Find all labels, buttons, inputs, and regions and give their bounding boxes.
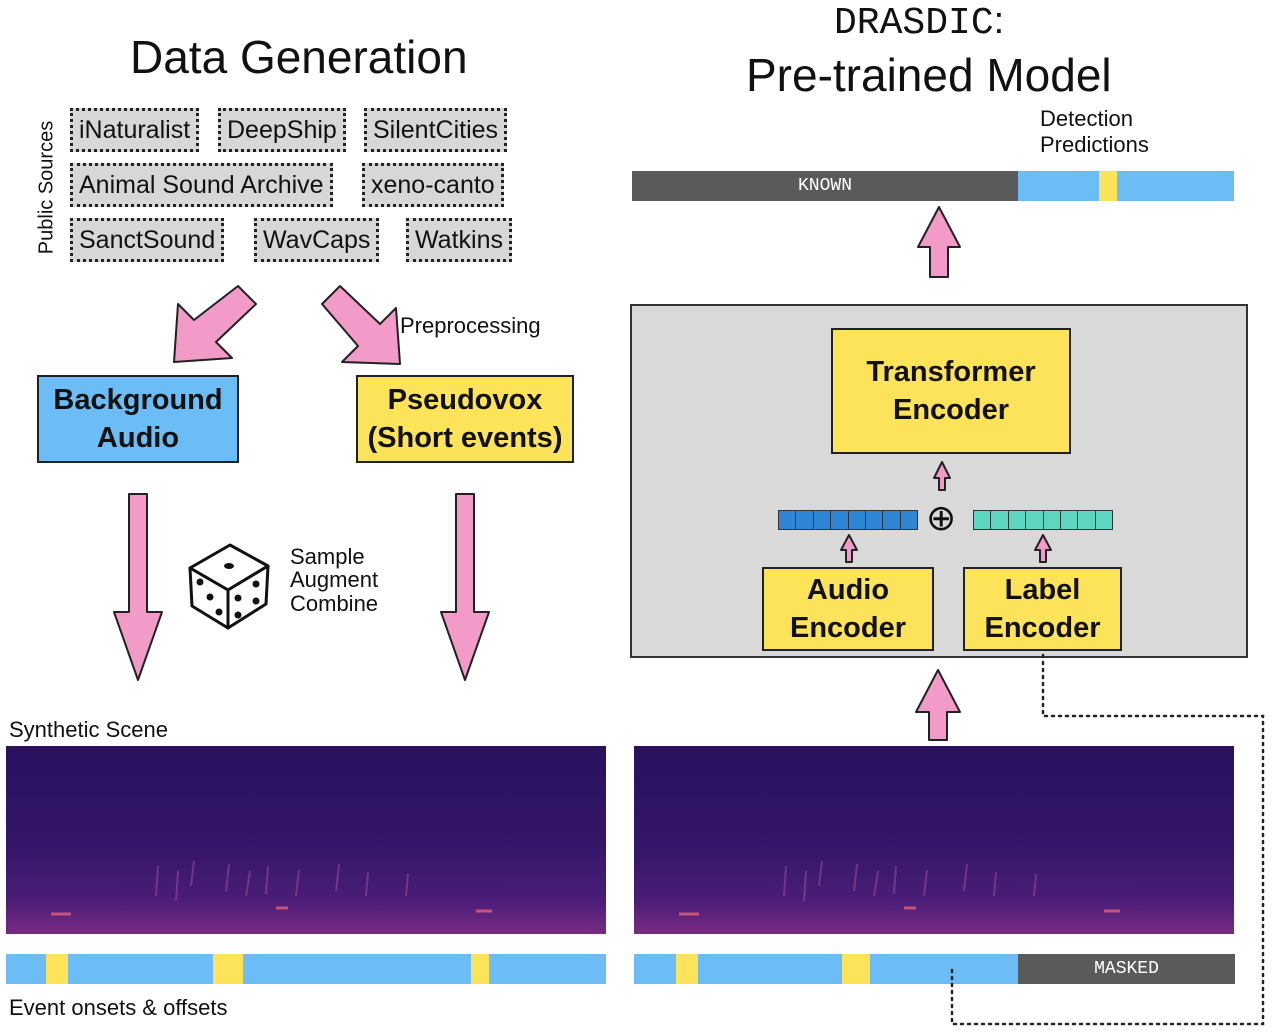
masked-bar: MASKED (634, 954, 1235, 984)
source-animal-sound-archive: Animal Sound Archive (70, 163, 333, 207)
synthetic-scene-spectrogram (6, 746, 606, 934)
event-segment (213, 954, 243, 984)
drasdic-name: DRASDIC (834, 2, 994, 45)
pseudovox-box: Pseudovox (Short events) (356, 375, 574, 463)
source-xeno-canto: xeno-canto (362, 163, 504, 207)
public-sources-label: Public Sources (35, 120, 58, 255)
synthetic-scene-label: Synthetic Scene (9, 717, 168, 742)
source-sanctsound: SanctSound (70, 218, 225, 262)
event-segment (676, 954, 698, 984)
prediction-bar: KNOWN (632, 171, 1234, 201)
event-segment (842, 954, 870, 984)
masked-label: MASKED (1094, 959, 1159, 979)
right-title-main: Pre-trained Model (746, 49, 1112, 101)
preprocessing-label: Preprocessing (400, 313, 541, 338)
arrow-to-background (173, 285, 257, 363)
spectrogram-texture (679, 860, 1120, 916)
event-segment (46, 954, 68, 984)
source-inaturalist: iNaturalist (70, 108, 200, 152)
dice-text-augment: Augment (290, 567, 379, 592)
prediction-event-segment (1099, 171, 1117, 201)
label-encoder-box: Label Encoder (963, 567, 1122, 651)
detection-predictions-label: Detection Predictions (1040, 106, 1149, 157)
event-segment (471, 954, 489, 984)
dice-icon (188, 543, 270, 630)
right-title-line1: DRASDIC: (834, 0, 1004, 45)
event-onsets-bar (6, 954, 606, 984)
audio-encoder-box: Audio Encoder (762, 567, 934, 651)
transformer-encoder-box: Transformer Encoder (831, 328, 1071, 454)
arrow-background-down (113, 493, 163, 681)
dice-text-sample: Sample (290, 544, 365, 569)
source-wavcaps: WavCaps (254, 218, 380, 262)
source-silentcities: SilentCities (364, 108, 508, 152)
known-label: KNOWN (797, 176, 852, 196)
source-watkins: Watkins (406, 218, 512, 262)
spectrogram-texture (51, 860, 492, 916)
source-deepship: DeepShip (218, 108, 346, 152)
background-audio-box: Background Audio (37, 375, 239, 463)
dice-text-combine: Combine (290, 591, 379, 616)
label-token-strip (973, 510, 1113, 530)
left-title: Data Generation (130, 31, 468, 83)
plus-symbol: ⊕ (926, 497, 957, 538)
arrow-to-pseudovox (321, 285, 401, 365)
arrow-pseudovox-down (440, 493, 490, 681)
input-spectrogram (634, 746, 1234, 934)
arrow-from-spectrogram (915, 669, 961, 741)
known-segment (632, 171, 1018, 201)
audio-token-strip (778, 510, 918, 530)
title-colon: : (993, 0, 1005, 42)
arrow-to-predictions (917, 206, 961, 278)
event-onsets-label: Event onsets & offsets (9, 995, 228, 1020)
